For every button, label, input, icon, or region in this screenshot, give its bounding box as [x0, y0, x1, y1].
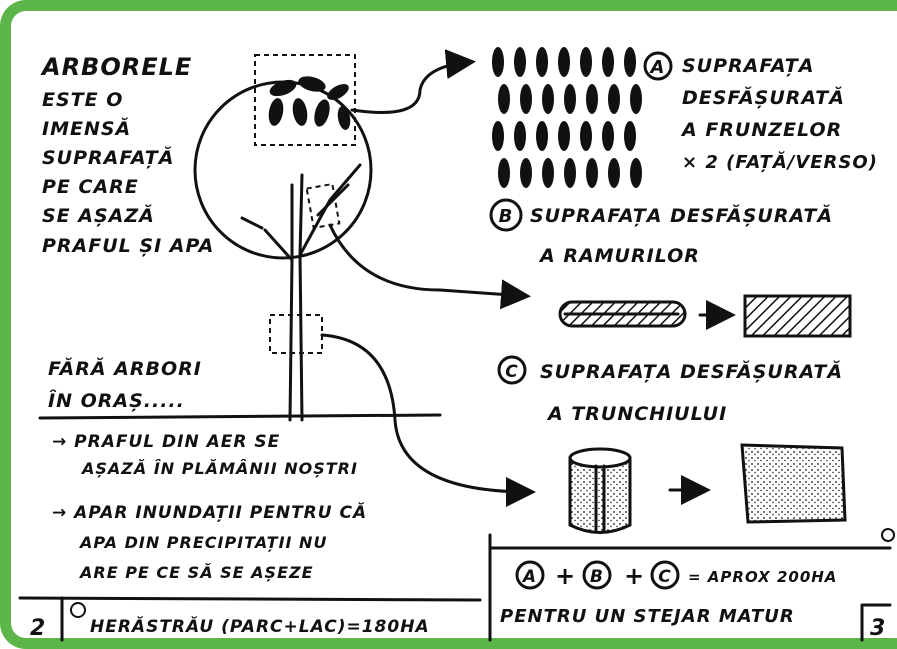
section-c-line-1: SUPRAFAȚA DESFĂȘURATĂ	[540, 359, 843, 383]
summary-badge-c: C	[658, 567, 671, 587]
summary-result: = APROX 200HA	[688, 568, 837, 586]
summary-text: PENTRU UN STEJAR MATUR	[500, 606, 795, 627]
branch-unrolled-surface	[743, 294, 852, 338]
leaves-arrow	[350, 49, 476, 114]
summary-badge-b-circle	[582, 560, 612, 590]
summary-badge-c-circle	[650, 560, 680, 590]
leaf-mark	[580, 121, 592, 151]
no-trees-line-1: FĂRĂ ARBORI	[48, 356, 202, 380]
badge-c-circle	[497, 355, 527, 385]
summary-plus-2: +	[624, 562, 645, 590]
ground-line	[38, 413, 442, 420]
leaf-mark	[514, 121, 526, 151]
leaf-mark	[602, 47, 614, 77]
summary-badge-a: A	[521, 567, 537, 587]
badge-a-circle	[643, 51, 673, 81]
leaves-grid	[492, 47, 642, 188]
page-number-3: 3	[870, 616, 886, 641]
summary-badge-a-circle	[515, 560, 545, 590]
page-number-2: 2	[30, 616, 46, 641]
leaf-mark	[558, 121, 570, 151]
leaf-mark	[514, 47, 526, 77]
section-b-line-2: A RAMURILOR	[538, 245, 700, 267]
footnote-text: HERĂSTRĂU (PARC+LAC)=180HA	[90, 615, 430, 637]
leaf-mark	[586, 84, 598, 114]
leaf-mark	[624, 121, 636, 151]
intro-line-6: PRAFUL ȘI APA	[42, 235, 214, 257]
intro-line-5: SE AȘAZĂ	[42, 203, 155, 227]
intro-line-3: SUPRAFAȚĂ	[42, 145, 174, 169]
summary-badge-b: B	[590, 567, 604, 587]
consequence-1-line-1: → PRAFUL DIN AER SE	[52, 432, 280, 452]
leaves-zoom-box	[254, 54, 356, 146]
branch-line-4	[240, 216, 264, 230]
section-a-line-1: SUPRAFAȚA	[682, 55, 814, 77]
section-b-line-1: SUPRAFAȚA DESFĂȘURATĂ	[530, 203, 833, 227]
leaf-mark	[492, 47, 504, 77]
page-3-box	[860, 603, 892, 642]
leaf-mark	[542, 84, 554, 114]
consequence-2-line-2: APA DIN PRECIPITAȚII NU	[78, 533, 327, 552]
intro-line-1: ESTE O	[42, 89, 123, 111]
branch-arrow	[328, 223, 531, 310]
leaf-mark	[580, 47, 592, 77]
trunk-cylinder	[568, 447, 632, 534]
badge-c-letter: C	[505, 362, 518, 382]
consequence-2-line-1: → APAR INUNDAȚII PENTRU CĂ	[52, 501, 367, 523]
trunk-zoom-box	[269, 314, 323, 354]
section-a-line-3: A FRUNZELOR	[680, 119, 842, 141]
section-c-line-2: A TRUNCHIULUI	[546, 403, 727, 425]
leaf-mark	[498, 84, 510, 114]
section-a-line-2: DESFĂȘURATĂ	[682, 85, 845, 109]
leaf-mark	[586, 158, 598, 188]
leaf-mark	[630, 84, 642, 114]
leaves-cluster	[268, 76, 351, 130]
branch-line-3	[316, 183, 350, 217]
leaf-mark	[492, 121, 504, 151]
badge-b-circle	[489, 198, 523, 232]
leaf-mark	[608, 84, 620, 114]
intro-title: ARBORELE	[40, 53, 192, 81]
branch-zoom-box	[305, 182, 341, 230]
leaf-mark	[536, 47, 548, 77]
badge-b-letter: B	[499, 206, 514, 227]
intro-line-4: PE CARE	[42, 176, 139, 198]
intro-line-2: IMENSĂ	[42, 116, 131, 140]
leaf-mark	[608, 158, 620, 188]
summary-plus-1: +	[555, 562, 576, 590]
footnote-star-icon	[70, 602, 86, 618]
leaf-mark	[602, 121, 614, 151]
branch-line-2	[298, 173, 304, 257]
leaf-mark	[536, 121, 548, 151]
summary-star-icon	[881, 528, 895, 542]
trunk-unrolled-surface	[740, 443, 847, 524]
tree-drawing	[193, 54, 373, 422]
trunk-arrow	[320, 333, 536, 507]
leaf-mark	[542, 158, 554, 188]
section-a-line-4: × 2 (FAȚĂ/VERSO)	[682, 151, 878, 173]
no-trees-line-2: ÎN ORAȘ.....	[48, 389, 185, 412]
leaf-mark	[498, 158, 510, 188]
leaf-mark	[564, 84, 576, 114]
leaf-mark	[564, 158, 576, 188]
leaf-mark	[624, 47, 636, 77]
leaf-mark	[558, 47, 570, 77]
leaf-mark	[520, 158, 532, 188]
consequence-1-line-2: AȘAZĂ ÎN PLĂMÂNII NOȘTRI	[80, 459, 358, 478]
leaf-mark	[520, 84, 532, 114]
leaf-mark	[630, 158, 642, 188]
footnote-top-line	[18, 596, 482, 602]
badge-a-letter: A	[649, 57, 666, 78]
consequence-2-line-3: ARE PE CE SĂ SE AȘEZE	[78, 563, 314, 582]
